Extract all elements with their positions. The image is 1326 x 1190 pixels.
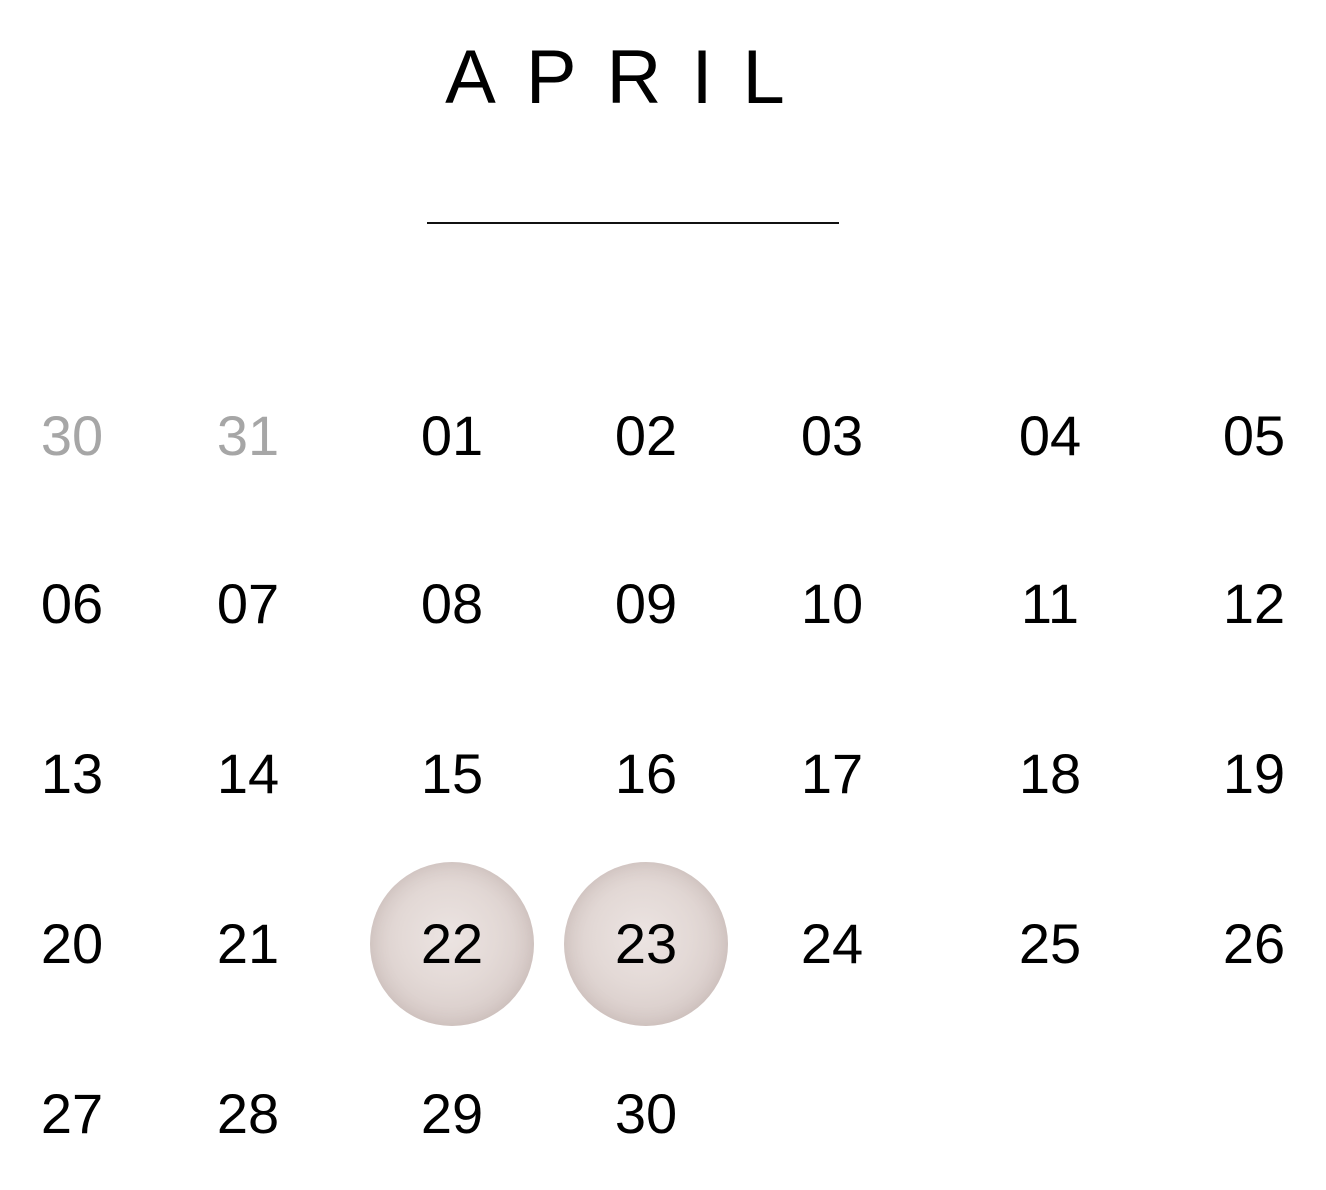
calendar-day: 30: [614, 1082, 678, 1145]
calendar-day: 07: [216, 572, 280, 635]
calendar-day: 20: [40, 912, 104, 975]
calendar-day: 21: [216, 912, 280, 975]
highlight-marker: [370, 862, 534, 1026]
month-title: APRIL: [445, 35, 815, 120]
calendar-day: 26: [1222, 912, 1286, 975]
calendar-day: 17: [800, 742, 864, 805]
calendar-day: 14: [216, 742, 280, 805]
calendar-day: 18: [1018, 742, 1082, 805]
calendar-day-outside-month: 31: [216, 404, 280, 467]
calendar-day: 06: [40, 572, 104, 635]
calendar-day: 19: [1222, 742, 1286, 805]
highlight-marker: [564, 862, 728, 1026]
calendar-day-outside-month: 30: [40, 404, 104, 467]
calendar-day: 01: [420, 404, 484, 467]
calendar-day: 05: [1222, 404, 1286, 467]
calendar-day: 02: [614, 404, 678, 467]
calendar-day: 09: [614, 572, 678, 635]
calendar-day: 11: [1020, 572, 1080, 635]
calendar-day: 15: [420, 742, 484, 805]
calendar-day: 28: [216, 1082, 280, 1145]
calendar-day: 03: [800, 404, 864, 467]
calendar-day: 08: [420, 572, 484, 635]
calendar-day: 10: [800, 572, 864, 635]
calendar-day: 12: [1222, 572, 1286, 635]
calendar-day: 16: [614, 742, 678, 805]
calendar-day: 22: [420, 912, 484, 975]
title-divider: [427, 222, 839, 224]
calendar-day: 23: [614, 912, 678, 975]
calendar-day: 29: [420, 1082, 484, 1145]
calendar-day: 13: [40, 742, 104, 805]
calendar-day: 27: [40, 1082, 104, 1145]
calendar-day: 04: [1018, 404, 1082, 467]
calendar-day: 25: [1018, 912, 1082, 975]
calendar-day: 24: [800, 912, 864, 975]
